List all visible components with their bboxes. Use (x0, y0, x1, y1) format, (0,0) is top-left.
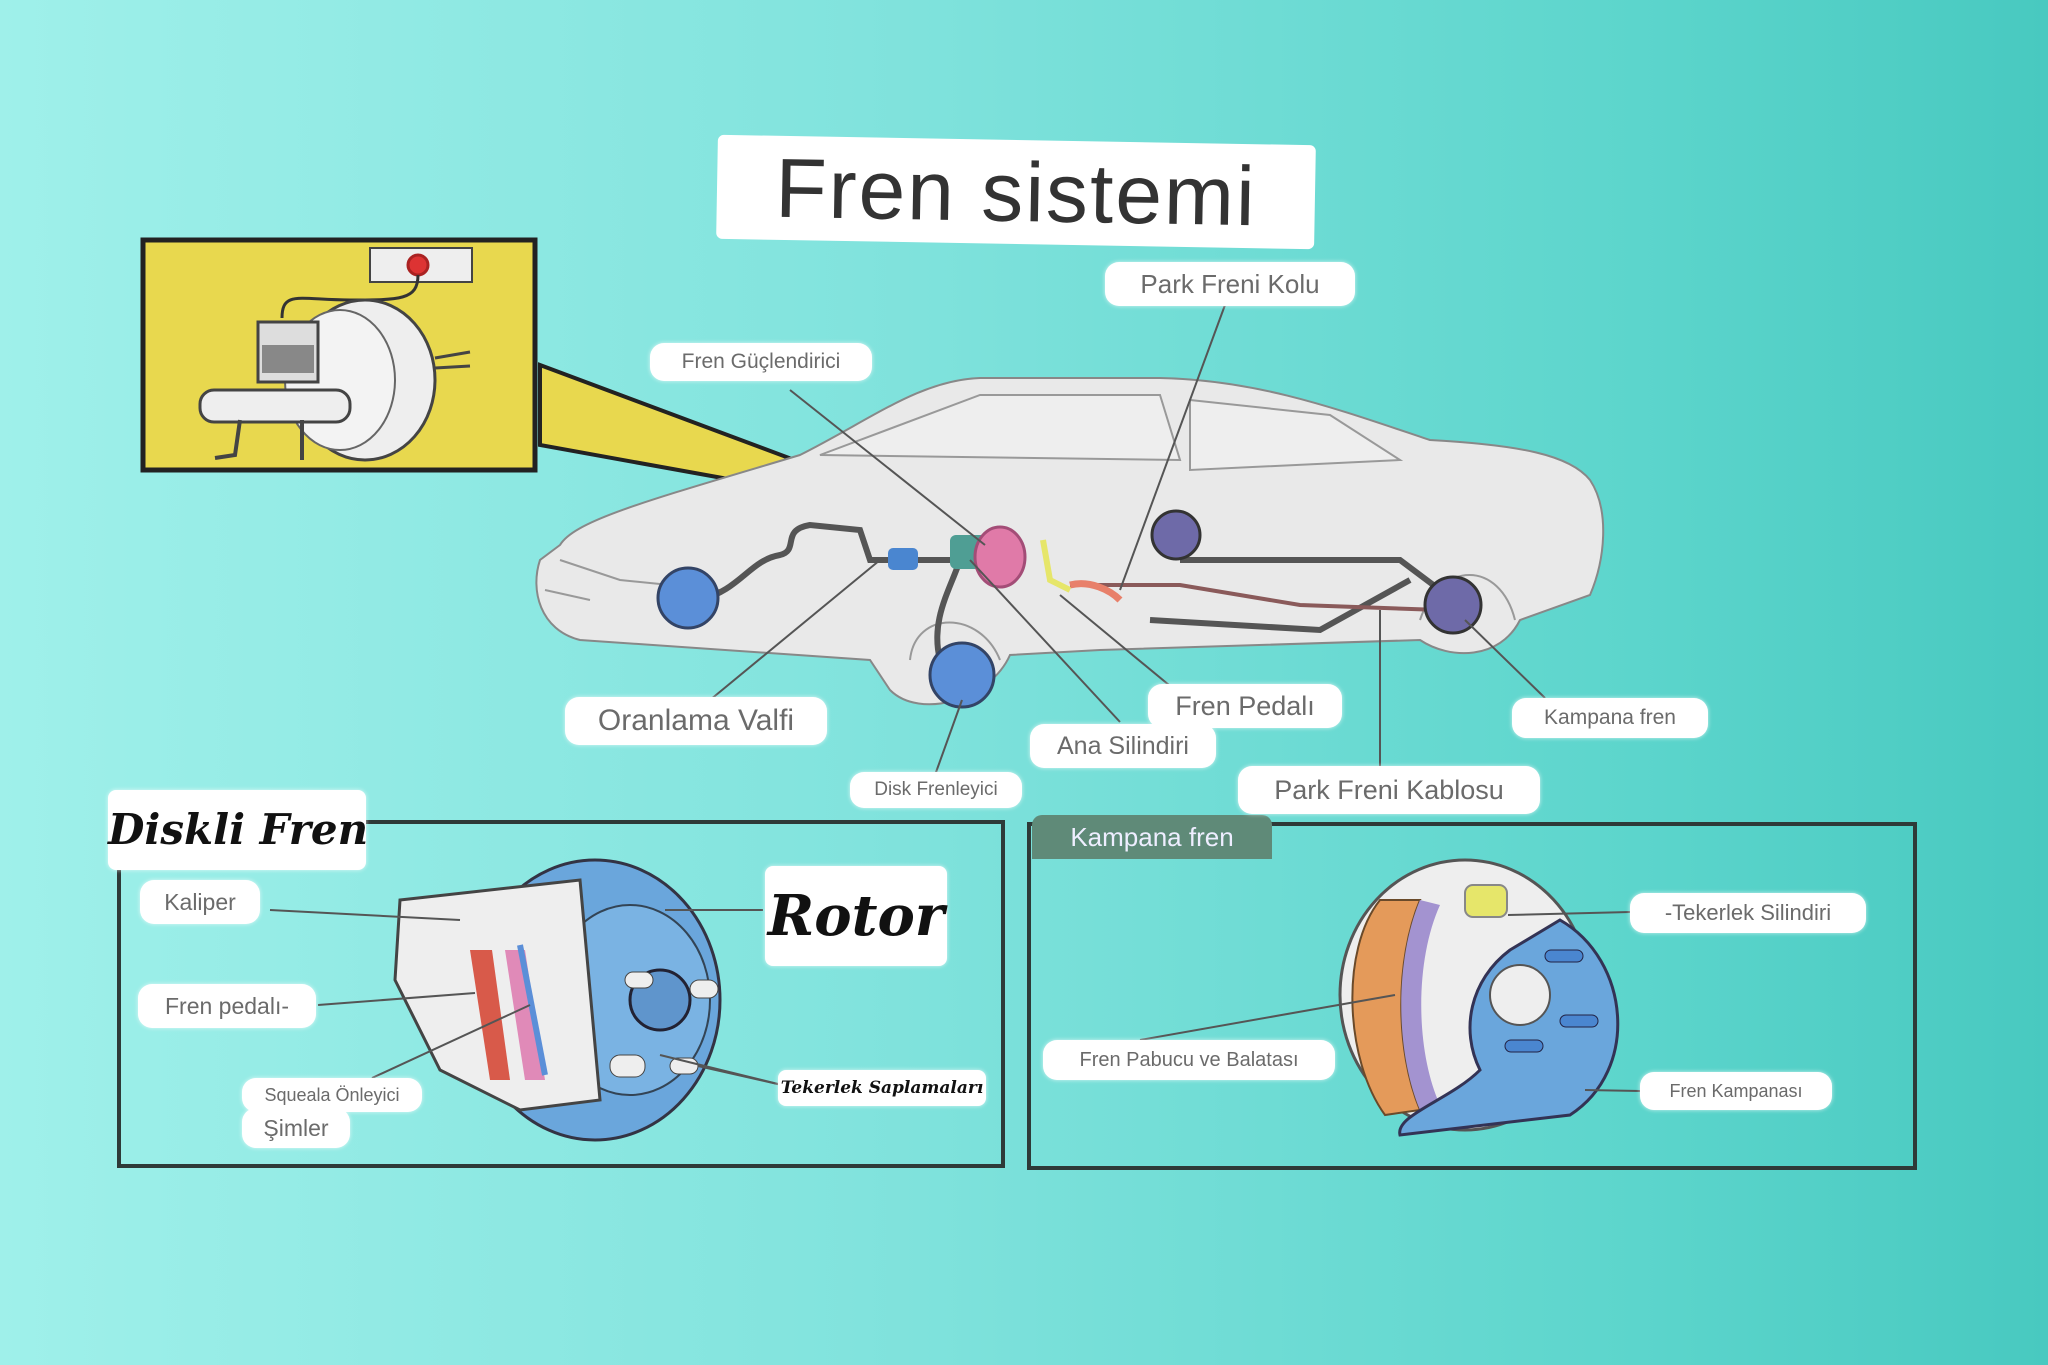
brake-booster (973, 525, 1027, 589)
label-squeal-shims-line1: Squeala Önleyici (242, 1078, 422, 1112)
drum-leader-lines (1139, 911, 1641, 1092)
label-disk-frenleyici: Disk Frenleyici (850, 772, 1022, 808)
front-right-disc (928, 641, 996, 709)
label-ana-silindiri: Ana Silindiri (1030, 724, 1216, 768)
label-fren-guclendirici: Fren Güçlendirici (650, 343, 872, 381)
drum-brake-illustration (1338, 858, 1620, 1137)
label-oranlama-valfi: Oranlama Valfi (565, 697, 827, 745)
car-leader-lines (709, 304, 1546, 776)
label-park-freni-kolu: Park Freni Kolu (1105, 262, 1355, 306)
disc-brake-panel (117, 820, 1005, 1168)
label-park-freni-kablosu: Park Freni Kablosu (1238, 766, 1540, 814)
label-tekerlek-silindiri: -Tekerlek Silindiri (1630, 893, 1866, 933)
label-kaliper: Kaliper (140, 880, 260, 924)
rear-right-drum (1423, 575, 1483, 635)
disc-panel-heading: Diskli Fren (108, 790, 368, 870)
label-fren-pedali: Fren Pedalı (1148, 684, 1342, 728)
label-kampana-fren: Kampana fren (1512, 698, 1708, 738)
label-fren-pedali-disc: Fren pedalı- (138, 984, 316, 1028)
label-tekerlek-saplamalari: Tekerlek Saplamaları (778, 1070, 986, 1106)
drum-panel-heading: Kampana fren (1032, 815, 1272, 859)
label-squeal-shims-line2: Şimler (242, 1108, 350, 1148)
front-left-disc (656, 566, 720, 630)
proportioning-valve (888, 548, 918, 570)
disc-leader-lines (269, 909, 783, 1086)
label-fren-pabucu-balatasi: Fren Pabucu ve Balatası (1043, 1040, 1335, 1080)
rear-left-drum (1150, 509, 1202, 561)
label-fren-kampanasi: Fren Kampanası (1640, 1072, 1832, 1110)
disc-brake-illustration (393, 858, 722, 1142)
parking-lever (1069, 580, 1123, 603)
label-rotor: Rotor (765, 866, 947, 966)
drum-brake-panel (1027, 822, 1917, 1170)
brake-pedal (1040, 539, 1072, 593)
brake-lines (699, 521, 1453, 661)
